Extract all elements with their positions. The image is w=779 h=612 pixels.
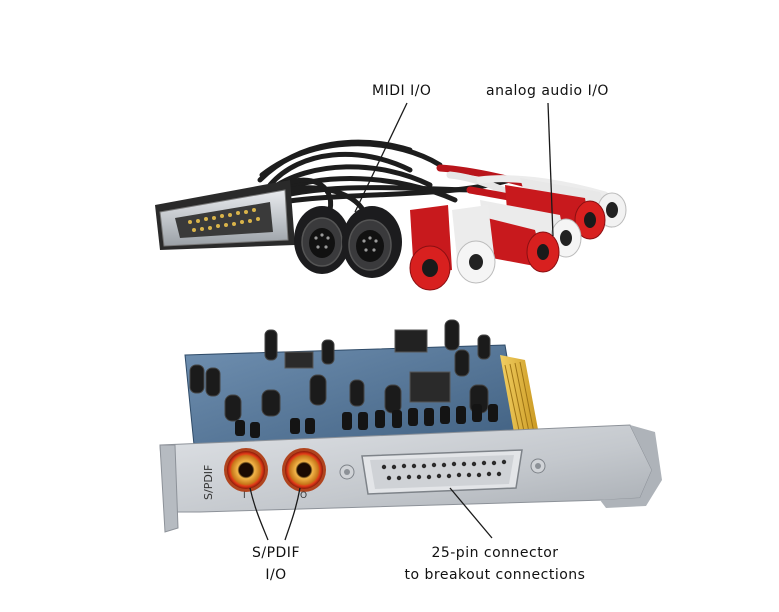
pci-sound-card: S/PDIF I O bbox=[159, 319, 662, 533]
connector-label-line2: to breakout connections bbox=[404, 567, 586, 583]
spdif-rca-jacks bbox=[224, 448, 326, 492]
spdif-label-line1: S/PDIF bbox=[251, 545, 300, 561]
db25-card-port bbox=[339, 449, 546, 495]
bracket-spdif-text: S/PDIF bbox=[202, 465, 215, 500]
midi-io-label: MIDI I/O bbox=[372, 83, 432, 99]
db25-cable-plug bbox=[155, 180, 295, 250]
card-bracket: S/PDIF I O bbox=[159, 424, 662, 533]
connector-label-line1: 25-pin connector bbox=[431, 545, 559, 561]
spdif-label-line2: I/O bbox=[265, 567, 287, 583]
analog-audio-io-label: analog audio I/O bbox=[486, 83, 609, 99]
bracket-in-text: I bbox=[243, 491, 246, 501]
midi-din-plugs bbox=[294, 206, 402, 278]
bracket-out-text: O bbox=[300, 491, 307, 501]
breakout-cable bbox=[155, 139, 627, 291]
leader-lines bbox=[249, 102, 554, 541]
rca-cable-jacks bbox=[409, 178, 627, 291]
